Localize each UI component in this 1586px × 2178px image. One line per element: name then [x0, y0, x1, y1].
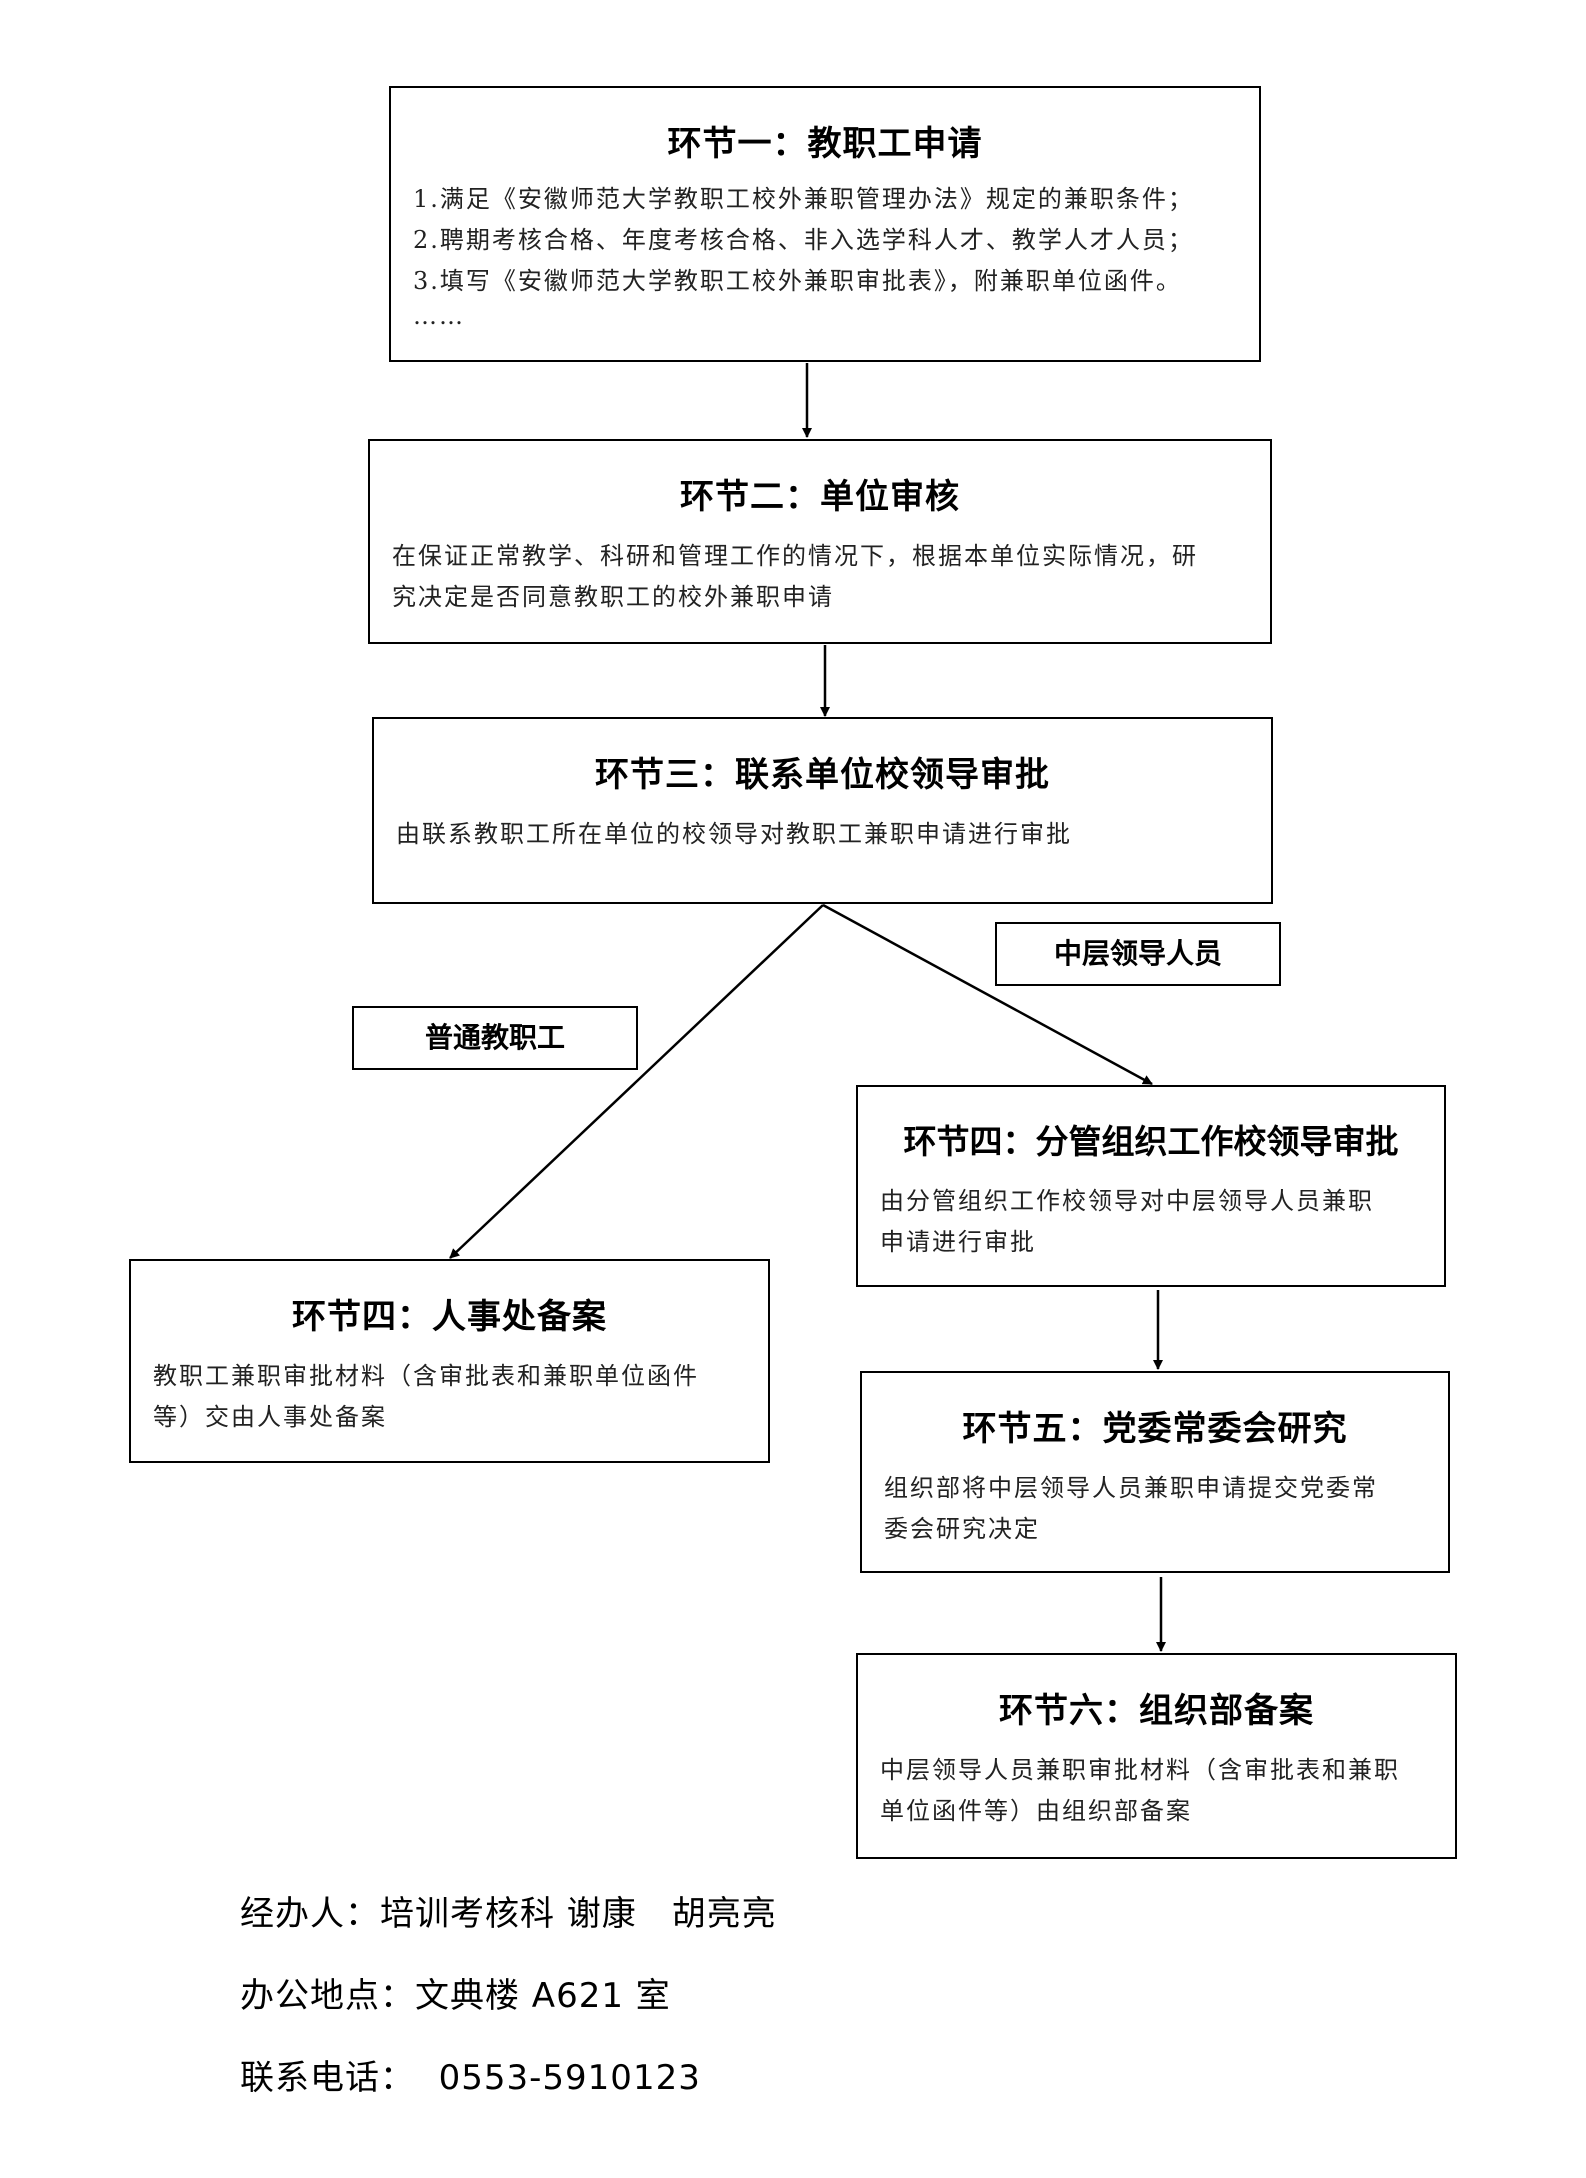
step3-box: 环节三：联系单位校领导审批 由联系教职工所在单位的校领导对教职工兼职申请进行审批	[372, 717, 1273, 904]
step1-body: 1.满足《安徽师范大学教职工校外兼职管理办法》规定的兼职条件； 2.聘期考核合格…	[391, 179, 1259, 330]
footer-office: 办公地点：文典楼 A621 室	[240, 1976, 671, 2016]
footer-handler: 经办人：培训考核科 谢康 胡亮亮	[240, 1894, 777, 1934]
step2-body: 在保证正常教学、科研和管理工作的情况下，根据本单位实际情况，研 究决定是否同意教…	[370, 536, 1270, 618]
step6-line-1: 中层领导人员兼职审批材料（含审批表和兼职	[880, 1756, 1400, 1784]
step1-title: 环节一：教职工申请	[667, 124, 983, 164]
step1-line-4: ……	[413, 302, 465, 330]
step4-staff-title: 环节四：人事处备案	[292, 1297, 607, 1337]
step4-leader-title: 环节四：分管组织工作校领导审批	[903, 1122, 1399, 1161]
step6-body: 中层领导人员兼职审批材料（含审批表和兼职 单位函件等）由组织部备案	[858, 1750, 1455, 1832]
step6-line-2: 单位函件等）由组织部备案	[880, 1797, 1192, 1825]
step4-leader-line-2: 申请进行审批	[880, 1228, 1036, 1256]
branch-label-middle-leaders: 中层领导人员	[995, 922, 1281, 986]
step5-title: 环节五：党委常委会研究	[962, 1409, 1348, 1449]
step4-staff-body: 教职工兼职审批材料（含审批表和兼职单位函件 等）交由人事处备案	[131, 1356, 768, 1438]
step2-line-2: 究决定是否同意教职工的校外兼职申请	[392, 583, 834, 611]
footer-phone: 联系电话： 0553-5910123	[240, 2058, 701, 2098]
step1-box: 环节一：教职工申请 1.满足《安徽师范大学教职工校外兼职管理办法》规定的兼职条件…	[389, 86, 1261, 362]
step1-line-1: 1.满足《安徽师范大学教职工校外兼职管理办法》规定的兼职条件；	[413, 185, 1194, 213]
step5-body: 组织部将中层领导人员兼职申请提交党委常 委会研究决定	[862, 1468, 1448, 1550]
step2-title: 环节二：单位审核	[680, 477, 960, 517]
step2-line-1: 在保证正常教学、科研和管理工作的情况下，根据本单位实际情况，研	[392, 542, 1198, 570]
step4-leader-box: 环节四：分管组织工作校领导审批 由分管组织工作校领导对中层领导人员兼职 申请进行…	[856, 1085, 1446, 1287]
step3-line-1: 由联系教职工所在单位的校领导对教职工兼职申请进行审批	[396, 820, 1072, 848]
step4-staff-line-2: 等）交由人事处备案	[153, 1403, 387, 1431]
branch-label-ordinary-staff: 普通教职工	[352, 1006, 638, 1070]
step4-leader-body: 由分管组织工作校领导对中层领导人员兼职 申请进行审批	[858, 1181, 1444, 1263]
step4-leader-line-1: 由分管组织工作校领导对中层领导人员兼职	[880, 1187, 1374, 1215]
step5-box: 环节五：党委常委会研究 组织部将中层领导人员兼职申请提交党委常 委会研究决定	[860, 1371, 1450, 1573]
step6-title: 环节六：组织部备案	[999, 1691, 1314, 1731]
step1-line-3: 3.填写《安徽师范大学教职工校外兼职审批表》，附兼职单位函件。	[413, 267, 1182, 295]
step1-line-2: 2.聘期考核合格、年度考核合格、非入选学科人才、教学人才人员；	[413, 226, 1194, 254]
arrow-step3-to-staff-filing	[449, 904, 824, 1259]
step3-body: 由联系教职工所在单位的校领导对教职工兼职申请进行审批	[374, 814, 1271, 855]
step3-title: 环节三：联系单位校领导审批	[595, 755, 1050, 795]
step5-line-2: 委会研究决定	[884, 1515, 1040, 1543]
step4-staff-box: 环节四：人事处备案 教职工兼职审批材料（含审批表和兼职单位函件 等）交由人事处备…	[129, 1259, 770, 1463]
step2-box: 环节二：单位审核 在保证正常教学、科研和管理工作的情况下，根据本单位实际情况，研…	[368, 439, 1272, 644]
step5-line-1: 组织部将中层领导人员兼职申请提交党委常	[884, 1474, 1378, 1502]
step4-staff-line-1: 教职工兼职审批材料（含审批表和兼职单位函件	[153, 1362, 699, 1390]
step6-box: 环节六：组织部备案 中层领导人员兼职审批材料（含审批表和兼职 单位函件等）由组织…	[856, 1653, 1457, 1859]
